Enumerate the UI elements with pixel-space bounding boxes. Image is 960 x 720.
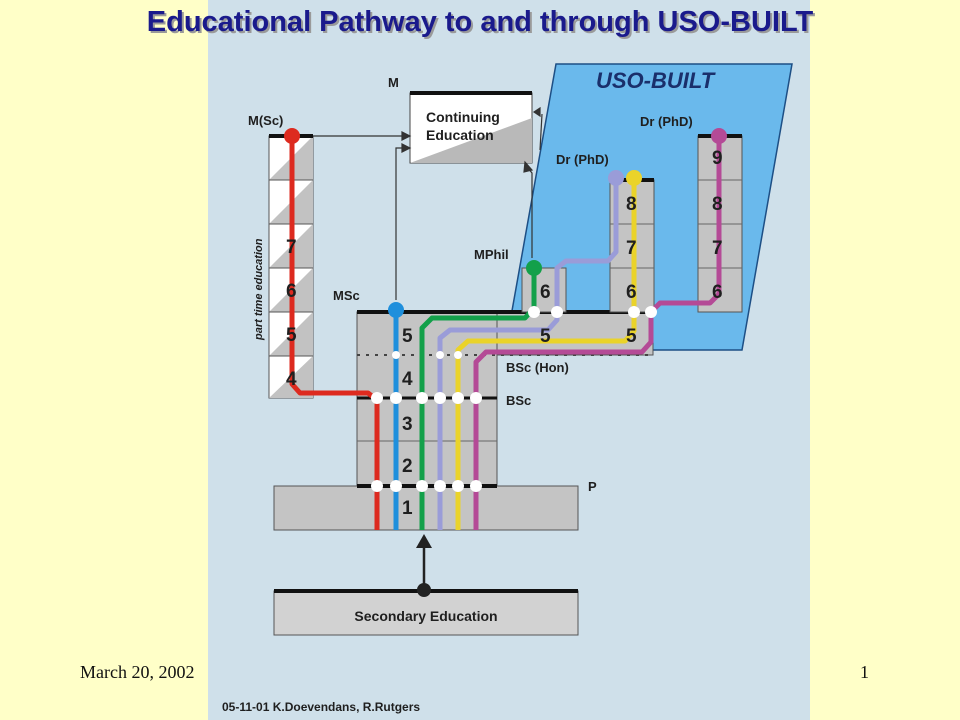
pathway-lavender	[437, 178, 619, 530]
level-label-msc-parttime: M(Sc)	[248, 113, 283, 128]
year-phd-left-7: 7	[626, 238, 637, 259]
level-label-m: M	[388, 75, 399, 90]
level-label-p: P	[588, 479, 597, 494]
level-label-mphil: MPhil	[474, 247, 509, 262]
secondary-education-label: Secondary Education	[354, 608, 497, 624]
entry-arrow	[416, 534, 432, 597]
pathway-lines	[289, 136, 722, 530]
parttime-education-label: part time education	[253, 238, 265, 341]
continuing-education-box: Continuing Education	[409, 91, 533, 164]
slide-page-number: 1	[860, 662, 869, 682]
year-phd-right-7: 7	[712, 238, 723, 259]
level-label-msc: MSc	[333, 288, 360, 303]
diagram-credit: 05-11-01 K.Doevendans, R.Rutgers	[222, 700, 420, 714]
node-lavender-phd	[608, 170, 624, 186]
level-label-bsc-hon: BSc (Hon)	[506, 360, 569, 375]
node-red-start	[284, 128, 300, 144]
year-phd-right-6: 6	[712, 282, 723, 303]
arrows-to-continuing-education	[313, 106, 543, 300]
year-parttime-7: 7	[286, 237, 297, 258]
year-main-4: 4	[402, 369, 413, 390]
node-green-mphil	[526, 260, 542, 276]
node-yellow-phd	[626, 170, 642, 186]
uso-built-label: USO-BUILT	[596, 68, 716, 93]
node-magenta-phd	[711, 128, 727, 144]
pathway-red	[289, 136, 380, 530]
slide-date: March 20, 2002	[80, 662, 195, 682]
year-parttime-5: 5	[286, 325, 297, 346]
p-box	[273, 484, 579, 531]
year-parttime-6: 6	[286, 281, 297, 302]
node-blue-msc	[388, 302, 404, 318]
pathway-magenta	[473, 136, 722, 530]
continuing-education-label-1: Continuing	[426, 109, 500, 125]
pathway-green	[419, 268, 537, 530]
year-mphil-6: 6	[540, 282, 551, 303]
year-main-1: 1	[402, 498, 413, 519]
year-parttime-4: 4	[286, 369, 297, 390]
year-phd-left-8: 8	[626, 194, 637, 215]
year-main-5: 5	[402, 326, 413, 347]
year-mphil-5: 5	[540, 326, 551, 347]
year-phd-right-9: 9	[712, 148, 723, 169]
level-label-phd-left: Dr (PhD)	[556, 152, 609, 167]
year-main-3: 3	[402, 414, 413, 435]
level-label-bsc: BSc	[506, 393, 531, 408]
year-main-2: 2	[402, 456, 413, 477]
continuing-education-label-2: Education	[426, 127, 494, 143]
level-label-phd-right: Dr (PhD)	[640, 114, 693, 129]
pathway-yellow	[455, 178, 637, 530]
secondary-education-box: Secondary Education	[273, 589, 579, 636]
slide-title: Educational Pathway to and through USO-B…	[146, 6, 814, 38]
year-phd-right-8: 8	[712, 194, 723, 215]
crossing-dots	[371, 306, 657, 492]
year-phd-left-6: 6	[626, 282, 637, 303]
year-phd-left-5: 5	[626, 326, 637, 347]
